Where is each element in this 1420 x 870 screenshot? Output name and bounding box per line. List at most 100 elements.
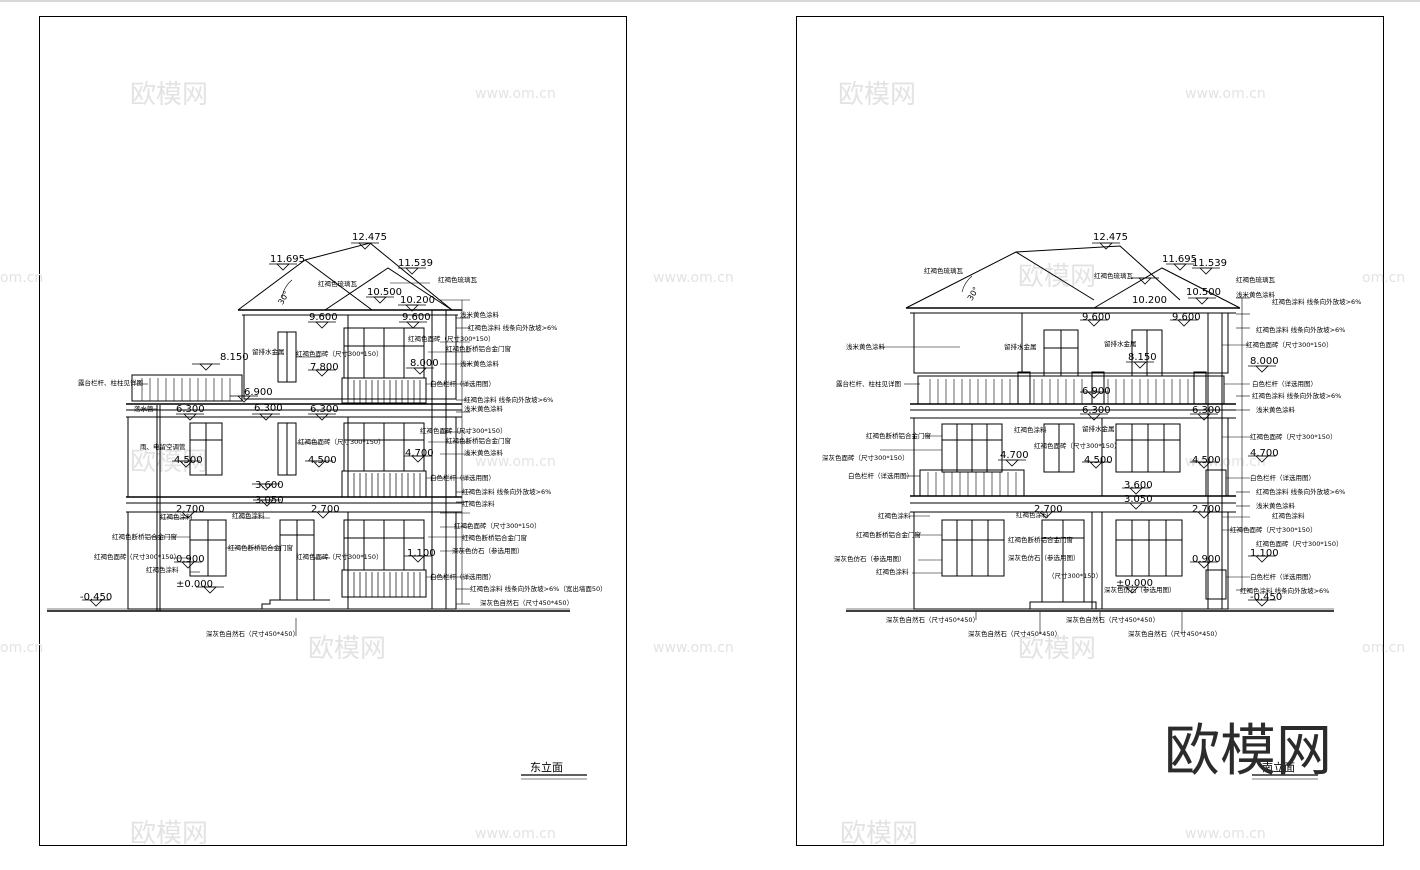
elev-label: 6.900 bbox=[1082, 386, 1111, 397]
elev-label: 11.539 bbox=[1192, 258, 1227, 269]
watermark-brand-large: 欧模网 bbox=[1164, 719, 1332, 784]
watermark-brand: 欧模网 bbox=[130, 819, 208, 849]
material-note: 红褐色涂料 bbox=[1014, 425, 1047, 434]
elev-label: 12.475 bbox=[352, 232, 387, 243]
material-note: 红褐色面砖（尺寸300*150） bbox=[1246, 340, 1333, 349]
watermark-brand: 欧模网 bbox=[130, 447, 208, 477]
material-note: 红褐色涂料 bbox=[878, 511, 911, 520]
material-note: 浅米黄色涂料 bbox=[460, 359, 500, 368]
elev-label: 4.700 bbox=[1000, 450, 1029, 461]
elev-label: -0.450 bbox=[80, 592, 112, 603]
material-note: 白色栏杆（详选用图） bbox=[430, 572, 495, 581]
material-note: 红褐色面砖（尺寸300*150） bbox=[296, 552, 383, 561]
material-note: 红褐色涂料 线条向外放坡>6% bbox=[1252, 391, 1341, 400]
elev-label: 8.150 bbox=[1128, 352, 1157, 363]
material-note: 浅米黄色涂料 bbox=[1236, 290, 1276, 299]
watermark-brand: 欧模网 bbox=[1018, 634, 1096, 664]
material-note: 红褐色涂料 bbox=[146, 565, 179, 574]
material-note: 红褐色面砖（尺寸300*150） bbox=[1230, 525, 1317, 534]
material-note: 浅米黄色涂料 bbox=[464, 404, 504, 413]
elev-label: 4.700 bbox=[1250, 448, 1279, 459]
material-note: 红褐色琉璃瓦 bbox=[924, 266, 964, 275]
material-note: （尺寸300*150） bbox=[1048, 571, 1102, 580]
material-note: 红褐色断桥铝合金门窗 bbox=[856, 530, 921, 539]
watermark-url: www.om.cn bbox=[475, 86, 556, 102]
material-note: 深灰色自然石（尺寸450*450） bbox=[1128, 629, 1221, 638]
material-note: 红褐色涂料 线条向外放坡>6% bbox=[1240, 586, 1329, 595]
material-note: 深灰色自然石（尺寸450*450） bbox=[206, 629, 299, 638]
elev-label: 11.695 bbox=[270, 254, 305, 265]
material-note: 红褐色涂料 bbox=[232, 511, 265, 520]
watermark-url: om.cn bbox=[1362, 270, 1405, 286]
material-note: 深灰色自然石（尺寸450*450） bbox=[968, 629, 1061, 638]
material-note: 红褐色涂料 线条向外放坡>6% bbox=[1256, 325, 1345, 334]
material-note: 白色栏杆（详选用图） bbox=[1252, 379, 1317, 388]
material-note: 红褐色断桥铝合金门窗 bbox=[112, 532, 177, 541]
elev-label: 10.500 bbox=[1186, 287, 1221, 298]
material-note: 白色栏杆（详选用图） bbox=[1250, 473, 1315, 482]
elev-label: 6.300 bbox=[1082, 405, 1111, 416]
material-note: 红褐色断桥铝合金门窗 bbox=[446, 344, 511, 353]
watermark-url: www.om.cn bbox=[1185, 86, 1266, 102]
watermark-url: om.cn bbox=[0, 640, 43, 656]
elev-label: 1.100 bbox=[1250, 548, 1279, 559]
material-note: 红褐色琉璃瓦 bbox=[318, 279, 358, 288]
watermark-url: om.cn bbox=[0, 270, 43, 286]
watermark-url: www.om.cn bbox=[475, 826, 556, 842]
elev-label: 2.700 bbox=[311, 504, 340, 515]
elev-label: 6.300 bbox=[176, 404, 205, 415]
elev-label: 8.000 bbox=[1250, 356, 1279, 367]
material-note: 深灰色仿石（参选用图） bbox=[1008, 553, 1080, 562]
material-note: 深灰色自然石（尺寸450*450） bbox=[1066, 615, 1159, 624]
elev-label: 4.500 bbox=[174, 455, 203, 466]
elev-label: 11.539 bbox=[398, 258, 433, 269]
south-elevation-sheet bbox=[796, 16, 1384, 846]
elev-label: ±0.000 bbox=[176, 579, 213, 590]
elev-label: 6.300 bbox=[310, 404, 339, 415]
elev-label: 9.600 bbox=[1082, 312, 1111, 323]
drawing-title: 南立面 bbox=[1262, 760, 1295, 774]
elev-label: 12.475 bbox=[1093, 232, 1128, 243]
material-note: 深灰色仿石（参选用图） bbox=[452, 546, 524, 555]
material-note: 深灰色自然石（尺寸450*450） bbox=[886, 615, 979, 624]
elev-label: 3.050 bbox=[1124, 494, 1153, 505]
material-note: 雨、电留空调管 bbox=[140, 442, 186, 451]
material-note: 红褐色涂料 线条向外放坡>6% bbox=[1256, 487, 1345, 496]
elev-label: 6.300 bbox=[1192, 405, 1221, 416]
material-note: 红褐色涂料 bbox=[160, 512, 193, 521]
watermark-url: www.om.cn bbox=[1185, 454, 1266, 470]
elev-label: 8.000 bbox=[410, 358, 439, 369]
material-note: 落水管 bbox=[134, 404, 154, 413]
material-note: 浅米黄色涂料 bbox=[846, 342, 886, 351]
material-note: （尺寸300*150） bbox=[126, 552, 180, 561]
material-note: 红褐色面砖（尺寸300*150） bbox=[420, 426, 507, 435]
watermark-url: www.om.cn bbox=[653, 270, 734, 286]
material-note: 红褐色涂料 bbox=[1272, 511, 1305, 520]
material-note: 红褐色面砖（尺寸300*150） bbox=[408, 334, 495, 343]
watermarks: 欧模网 www.om.cn 欧模网 www.om.cn om.cn www.om… bbox=[0, 80, 1405, 849]
material-note: 露台栏杆、柱柱见详图 bbox=[836, 379, 901, 388]
material-note: 红褐色断桥铝合金门窗 bbox=[446, 436, 511, 445]
material-note: 白色栏杆（详选用图） bbox=[848, 471, 913, 480]
elev-label: 2.700 bbox=[1192, 504, 1221, 515]
material-note: 白色栏杆（详选用图） bbox=[430, 379, 495, 388]
material-note: 红褐色断桥铝合金门窗 bbox=[228, 543, 293, 552]
elev-label: 10.200 bbox=[1132, 295, 1167, 306]
material-note: 浅米黄色涂料 bbox=[1256, 405, 1296, 414]
material-note: 红褐色涂料 bbox=[1016, 510, 1049, 519]
watermark-brand: 欧模网 bbox=[840, 819, 918, 849]
elev-label: 10.200 bbox=[400, 295, 435, 306]
watermark-brand: 欧模网 bbox=[838, 80, 916, 110]
material-note: 红褐色断桥铝合金门窗 bbox=[1008, 535, 1073, 544]
watermark-url: www.om.cn bbox=[653, 640, 734, 656]
material-note: 浅米黄色涂料 bbox=[464, 448, 504, 457]
material-note: 白色栏杆（详选用图） bbox=[430, 473, 495, 482]
material-note: 红褐色涂料 bbox=[462, 499, 495, 508]
roof-angle: 30° bbox=[966, 285, 981, 302]
elev-label: 3.050 bbox=[255, 495, 284, 506]
material-note: 红褐色涂料 bbox=[876, 567, 909, 576]
elev-label: 4.500 bbox=[308, 455, 337, 466]
material-note: 红褐色面砖（尺寸300*150） bbox=[1034, 441, 1121, 450]
elev-label: 3.600 bbox=[255, 480, 284, 491]
